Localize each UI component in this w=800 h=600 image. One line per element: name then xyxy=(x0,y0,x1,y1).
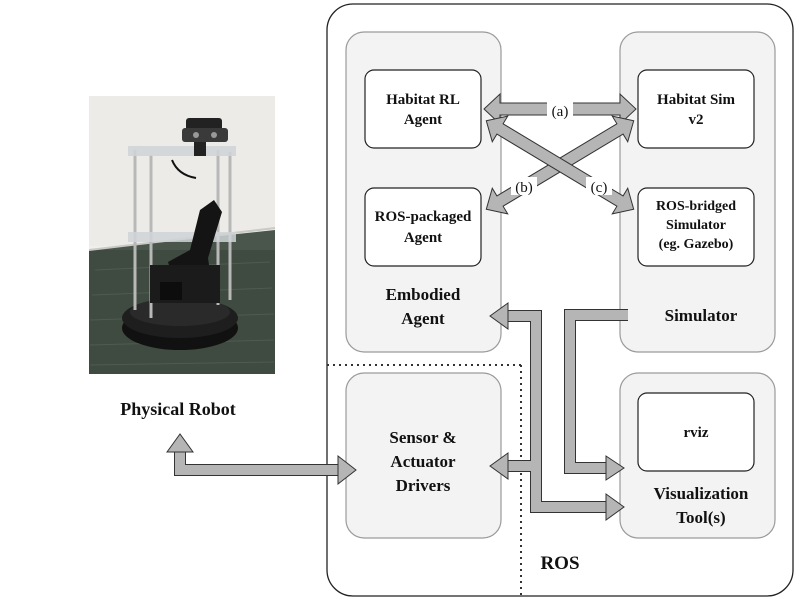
arrow-b-label-bg xyxy=(511,177,537,195)
ros-packaged-line2: Agent xyxy=(404,230,442,246)
arrow-c-label-bg xyxy=(586,177,612,195)
embodied-agent-label-line2: Agent xyxy=(401,309,445,328)
simulator-label: Simulator xyxy=(665,306,738,325)
habitat-rl-line2: Agent xyxy=(404,112,442,128)
embodied-agent-label-line1: Embodied xyxy=(386,285,461,304)
ros-packaged-line1: ROS-packaged xyxy=(375,209,472,225)
sensor-drivers-line1: Sensor & xyxy=(389,428,456,447)
rviz-box xyxy=(637,392,755,472)
habitat-sim-box xyxy=(637,69,755,149)
ros-bridged-simulator-box xyxy=(637,187,755,267)
visualization-label-line1: Visualization xyxy=(654,484,749,503)
pipe-simulator-to-visualization xyxy=(564,309,628,481)
robot-photo xyxy=(88,96,276,374)
ros-bridged-line3: (eg. Gazebo) xyxy=(659,237,734,252)
ros-packaged-agent-box xyxy=(364,187,482,267)
sensor-drivers-line2: Actuator xyxy=(390,452,456,471)
ros-bridged-line2: Simulator xyxy=(666,218,726,233)
habitat-rl-agent-box xyxy=(364,69,482,149)
visualization-label-line2: Tool(s) xyxy=(676,508,725,527)
sensor-drivers-panel xyxy=(345,372,502,539)
habitat-sim-line1: Habitat Sim xyxy=(657,92,735,108)
sensor-drivers-line3: Drivers xyxy=(396,476,451,495)
habitat-sim-line2: v2 xyxy=(689,112,704,128)
physical-robot-label: Physical Robot xyxy=(120,399,236,419)
arrow-b-label: (b) xyxy=(515,180,533,196)
arrow-a-label: (a) xyxy=(552,104,569,120)
ros-label: ROS xyxy=(540,553,579,574)
ros-bridged-line1: ROS-bridged xyxy=(656,199,736,214)
arrow-a-label-bg xyxy=(547,101,573,119)
rviz-label: rviz xyxy=(684,425,709,441)
pipe-robot-to-sensor-drivers xyxy=(166,433,357,486)
arrow-c-label: (c) xyxy=(591,180,608,196)
habitat-rl-line1: Habitat RL xyxy=(386,92,460,108)
pipe-sensor-to-agent-and-visualization xyxy=(489,302,625,521)
